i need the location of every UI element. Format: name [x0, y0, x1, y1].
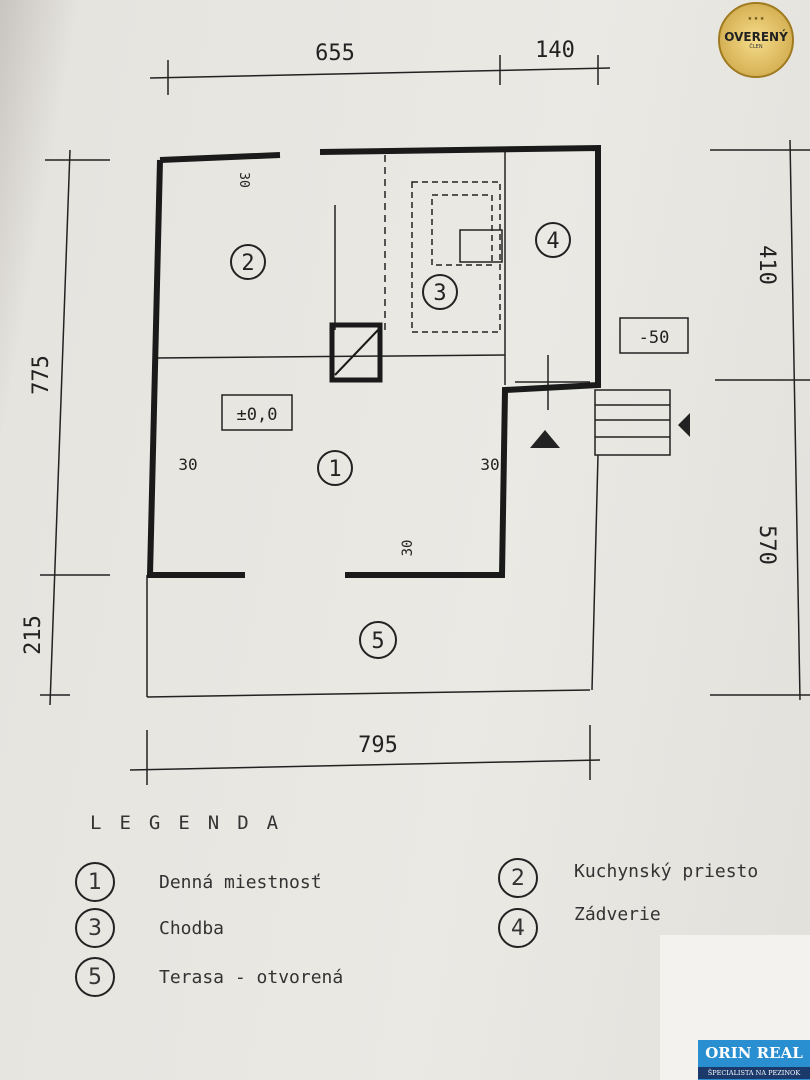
- entry-arrow-icon: [530, 430, 560, 448]
- legend-number: 5: [75, 957, 115, 997]
- level-main: ±0,0: [237, 405, 278, 425]
- orin-real-logo: ORIN REAL ŠPECIALISTA NA PEZINOK: [698, 1040, 810, 1080]
- legend-item: 5 Terasa - otvorená: [75, 957, 343, 997]
- legend-label: Denná miestnosť: [159, 871, 322, 893]
- level-box-entrance: [619, 317, 689, 354]
- legend-label: Kuchynský priesto: [574, 860, 759, 882]
- legend-item: 3 Chodba: [75, 908, 224, 948]
- appliance: [459, 229, 503, 263]
- dim-line-top: [149, 67, 611, 79]
- chimney: [329, 322, 383, 383]
- dim-140: 140: [535, 38, 575, 63]
- wall-thickness: 30: [236, 172, 251, 188]
- legend-label: Chodba: [159, 917, 225, 939]
- logo-tagline: ŠPECIALISTA NA PEZINOK: [698, 1067, 810, 1079]
- badge-text: OVERENÝ: [724, 30, 788, 44]
- room-label-2: 2: [241, 251, 254, 276]
- dim-215: 215: [21, 615, 46, 655]
- legend-item: 2 Kuchynský priesto: [498, 858, 758, 898]
- wall-thickness: 30: [480, 455, 499, 474]
- badge-sub: ČLEN: [749, 44, 763, 50]
- legend-number: 2: [498, 858, 538, 898]
- level-box-main: [221, 394, 293, 431]
- legend-number: 3: [75, 908, 115, 948]
- room-label-1: 1: [328, 457, 341, 482]
- star-icon: ★ ★ ★: [747, 16, 765, 22]
- wall-thickness: 30: [178, 455, 197, 474]
- verified-member-badge: ★ ★ ★ OVERENÝ ČLEN: [718, 2, 794, 78]
- wall: [319, 144, 601, 578]
- legend-number: 4: [498, 908, 538, 948]
- dim-775: 775: [29, 355, 54, 395]
- legend-item: 4 Zádverie: [498, 904, 661, 948]
- logo-name: ORIN REAL: [705, 1044, 803, 1062]
- dim-line-bottom: [129, 759, 601, 771]
- dim-795: 795: [358, 733, 398, 758]
- legend-label: Terasa - otvorená: [159, 966, 344, 988]
- dim-410: 410: [754, 245, 779, 285]
- room-label-5: 5: [371, 629, 384, 654]
- wall: [146, 159, 245, 578]
- room-label-4: 4: [546, 229, 559, 254]
- room-label-3: 3: [433, 281, 446, 306]
- dim-655: 655: [315, 41, 355, 66]
- legend-number: 1: [75, 862, 115, 902]
- entrance-stairs: [594, 389, 671, 456]
- wall: [159, 152, 281, 163]
- wall-thickness: 30: [400, 540, 416, 557]
- level-entrance: -50: [639, 328, 670, 348]
- dim-line-left: [49, 149, 71, 706]
- dim-570: 570: [754, 525, 779, 565]
- stair-outline: [411, 181, 501, 333]
- dim-line-right: [789, 139, 801, 701]
- entry-arrow-icon: [678, 413, 690, 437]
- legend-title: LEGENDA: [90, 812, 297, 834]
- legend-item: 1 Denná miestnosť: [75, 862, 322, 902]
- legend-label: Zádverie: [574, 903, 661, 925]
